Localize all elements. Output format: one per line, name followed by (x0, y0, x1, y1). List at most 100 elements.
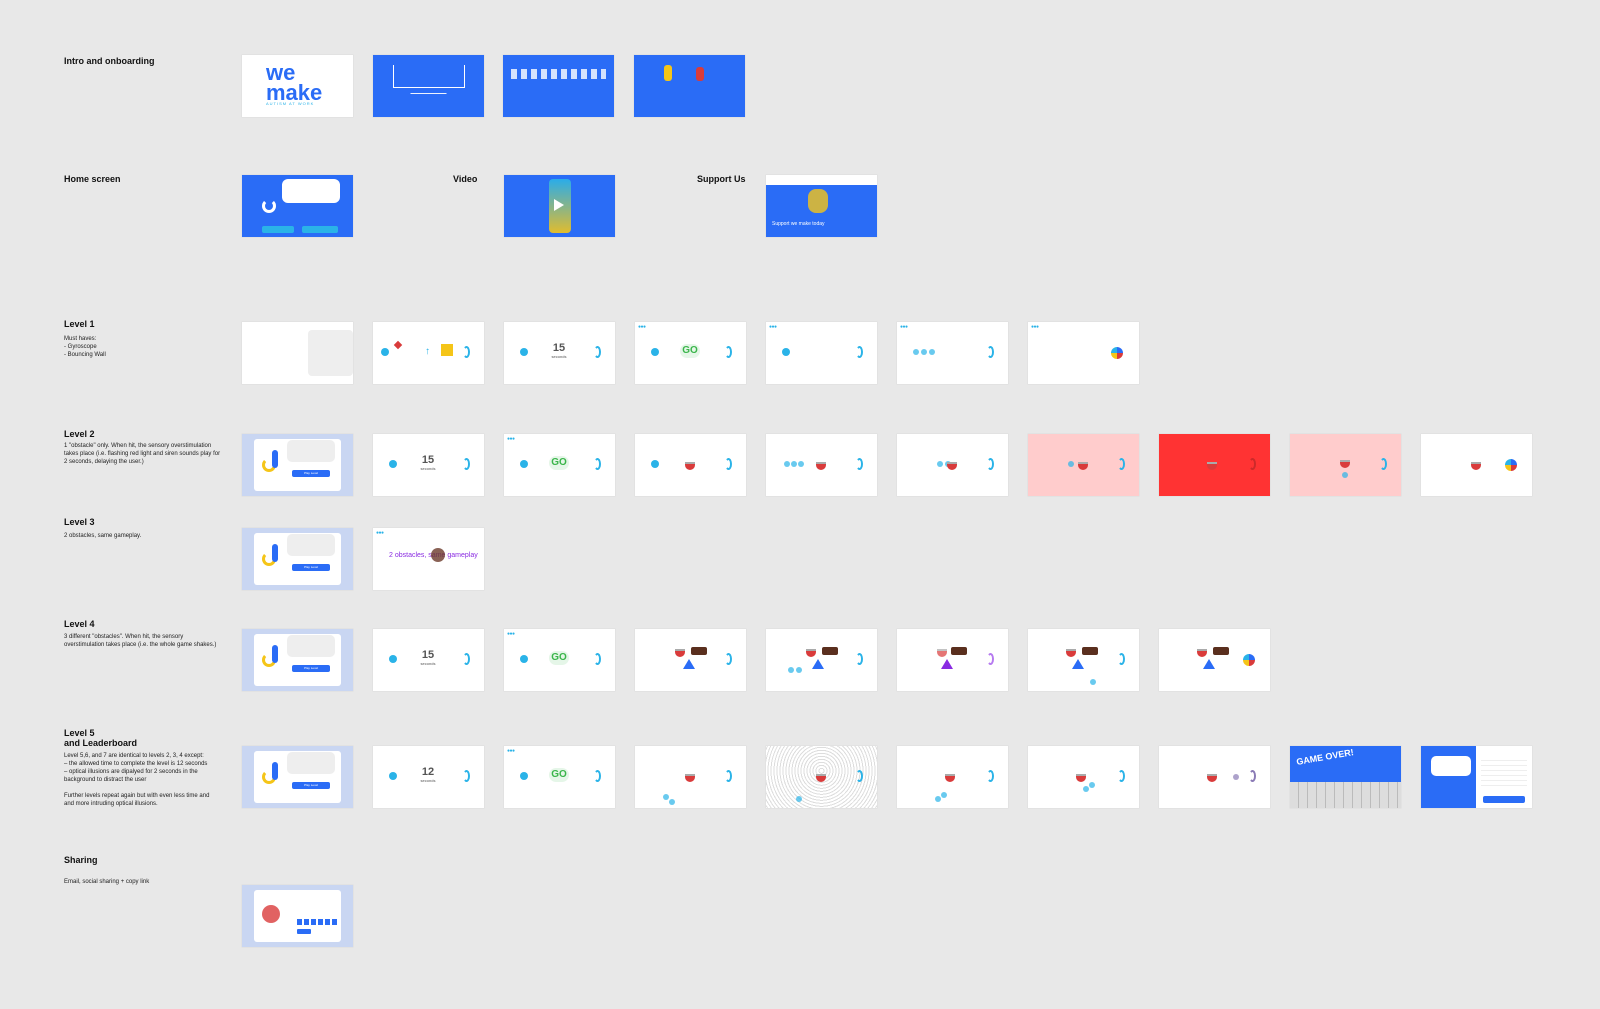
label-support-us: Support Us (697, 174, 746, 184)
screen-l2-intro[interactable]: Play Level (242, 434, 353, 496)
play-again-button[interactable] (1483, 796, 1525, 803)
screen-l2-win[interactable] (1421, 434, 1532, 496)
screen-l5-timer[interactable]: 12 seconds (373, 746, 484, 808)
obstacle-triangle (683, 659, 695, 669)
speech-bubble (287, 635, 335, 657)
screen-l5-play2[interactable] (897, 746, 1008, 808)
play-level-button[interactable]: Play Level (292, 782, 330, 789)
progress-dots: ●●● (1031, 324, 1039, 330)
section-desc-level4: 3 different "obstacles". When hit, the s… (64, 634, 217, 648)
screen-l2-play1[interactable] (635, 434, 746, 496)
about-button[interactable] (262, 226, 294, 233)
screen-l4-go[interactable]: ●●● GO (504, 629, 615, 691)
obstacle-icon (1076, 774, 1086, 782)
goal-icon (856, 458, 863, 470)
screen-l4-win[interactable] (1159, 629, 1270, 691)
ball (1089, 782, 1095, 788)
screen-game-over[interactable]: GAME OVER! (1290, 746, 1401, 808)
screen-intro-2[interactable]: ▬▬▬▬▬▬▬▬▬▬▬▬ (373, 55, 484, 117)
obstacle-cup (675, 649, 685, 657)
screen-support-us[interactable]: Support we make today (766, 175, 877, 237)
screen-home[interactable] (242, 175, 353, 237)
section-desc-level3: 2 obstacles, same gameplay. (64, 533, 142, 539)
screen-l4-play2[interactable] (766, 629, 877, 691)
section-desc-level2: 1 "obstacle" only. When hit, the sensory… (64, 443, 221, 465)
screen-intro-3[interactable] (503, 55, 614, 117)
screen-l2-play3[interactable] (897, 434, 1008, 496)
support-button[interactable] (302, 226, 338, 233)
go-badge: GO (549, 651, 569, 665)
screen-l4-timer[interactable]: 15 seconds (373, 629, 484, 691)
illustration-people (262, 905, 280, 923)
obstacle-cup (937, 649, 947, 657)
ball (788, 667, 794, 673)
start-dot (520, 655, 528, 663)
screen-l5-go[interactable]: ●●● GO (504, 746, 615, 808)
figure-icon (272, 762, 278, 780)
social-icons[interactable] (297, 919, 337, 925)
screen-l2-play2[interactable] (766, 434, 877, 496)
section-title-home: Home screen (64, 174, 121, 184)
screen-l2-hit-pink[interactable] (1028, 434, 1139, 496)
timer-value: 15 (421, 649, 435, 661)
section-title-level2: Level 2 (64, 429, 95, 439)
ball (929, 349, 935, 355)
screen-sharing[interactable] (242, 885, 353, 947)
section-title-level1: Level 1 (64, 319, 95, 329)
obstacle-icon (1471, 462, 1481, 470)
screen-l1-win[interactable]: ●●● (1028, 322, 1139, 384)
screen-l1-1[interactable] (242, 322, 353, 384)
screen-intro-4[interactable] (634, 55, 745, 117)
goal-icon (856, 653, 863, 665)
screen-l4-play3[interactable] (1028, 629, 1139, 691)
figure-icon (272, 450, 278, 468)
play-level-button[interactable]: Play Level (292, 665, 330, 672)
ball (791, 461, 797, 467)
ball (1068, 461, 1074, 467)
screen-video[interactable] (504, 175, 615, 237)
timer-unit: seconds (420, 778, 436, 783)
screen-l5-illusion[interactable] (766, 746, 877, 808)
screen-l1-go[interactable]: ●●● GO (635, 322, 746, 384)
obstacle-log (951, 647, 967, 655)
screen-l2-timer[interactable]: 15 seconds (373, 434, 484, 496)
progress-dots: ●●● (507, 631, 515, 637)
screen-leaderboard[interactable] (1421, 746, 1532, 808)
screen-l2-hit-pink-2[interactable] (1290, 434, 1401, 496)
screen-l4-intro[interactable]: Play Level (242, 629, 353, 691)
screen-l5-play1[interactable] (635, 746, 746, 808)
obstacle-cup (1066, 649, 1076, 657)
figure-icon (272, 544, 278, 562)
play-icon[interactable] (554, 199, 564, 211)
speech-bubble (287, 752, 335, 774)
goal-icon (725, 458, 732, 470)
section-title-level4: Level 4 (64, 619, 95, 629)
screen-l3-play[interactable]: ●●● 2 obstacles, same gameplay (373, 528, 484, 590)
start-dot (520, 460, 528, 468)
screen-l3-intro[interactable]: Play Level (242, 528, 353, 590)
screen-l5-play3[interactable] (1028, 746, 1139, 808)
ball (1090, 679, 1096, 685)
section-desc-level5: Level 5,6, and 7 are identical to levels… (64, 753, 210, 807)
screen-l1-timer[interactable]: 15 seconds (504, 322, 615, 384)
illustration-person (696, 67, 704, 81)
screen-l5-intro[interactable]: Play Level (242, 746, 353, 808)
screen-l1-play2[interactable]: ●●● (897, 322, 1008, 384)
obstacle-icon (816, 774, 826, 782)
copy-link-button[interactable] (297, 929, 311, 934)
screen-l4-play1[interactable] (635, 629, 746, 691)
screen-l2-hit-red[interactable] (1159, 434, 1270, 496)
goal-icon (463, 458, 470, 470)
screen-l1-play1[interactable]: ●●● (766, 322, 877, 384)
logo-icon (262, 199, 276, 213)
play-level-button[interactable]: Play Level (292, 564, 330, 571)
screen-l4-shake[interactable] (897, 629, 1008, 691)
keyboard[interactable] (1290, 782, 1401, 808)
play-level-button[interactable]: Play Level (292, 470, 330, 477)
screen-l1-2[interactable]: ↑ (373, 322, 484, 384)
screen-intro-logo[interactable]: we make AUTISM AT WORK (242, 55, 353, 117)
screen-l2-go[interactable]: ●●● GO (504, 434, 615, 496)
screen-l5-fail[interactable] (1159, 746, 1270, 808)
obstacle-icon (1078, 462, 1088, 470)
goal-icon (463, 653, 470, 665)
